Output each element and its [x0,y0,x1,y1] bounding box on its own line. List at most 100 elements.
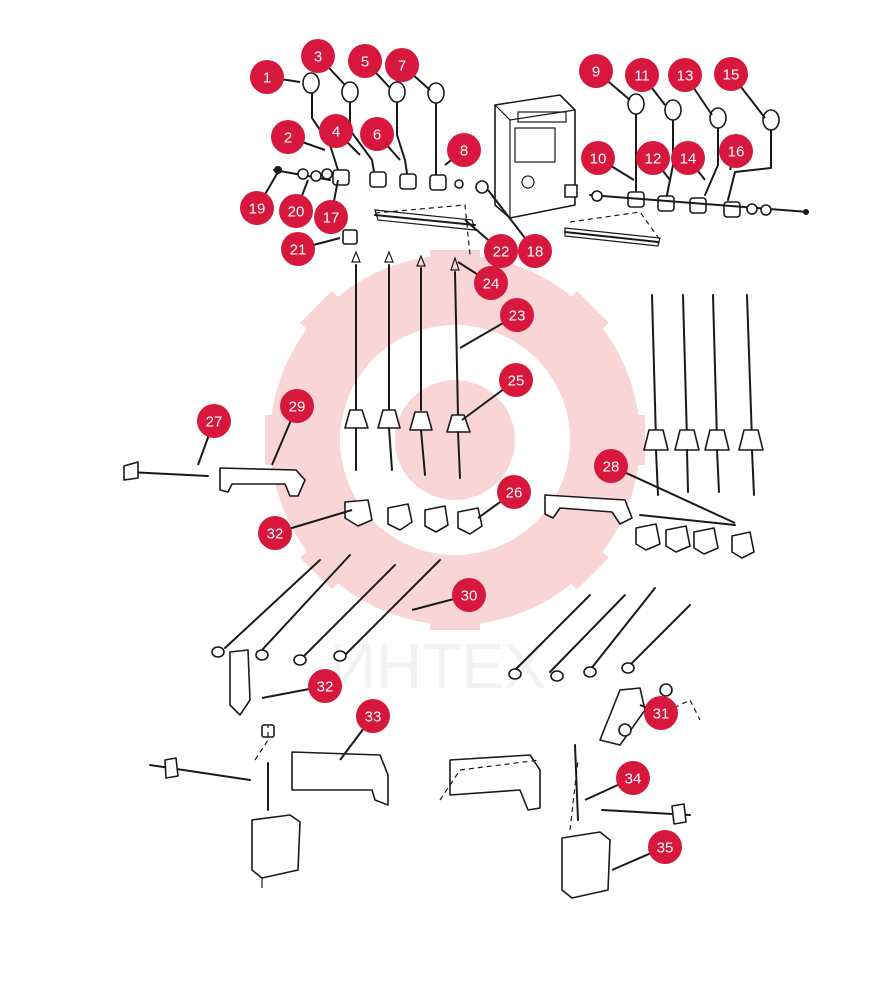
callout-33: 33 [339,699,390,761]
middle-brackets [123,461,755,559]
callout-label: 7 [398,58,406,75]
callout-label: 11 [634,68,650,85]
right-lever-group [564,93,809,247]
callout-label: 29 [289,399,306,416]
callout-15: 15 [714,57,766,119]
callout-label: 13 [677,68,694,85]
callout-label: 32 [267,526,284,543]
callout-label: 34 [625,771,642,788]
callout-marker [319,114,353,148]
callout-label: 16 [728,144,745,161]
callout-22: 22 [464,219,518,268]
callout-32: 32 [261,669,342,703]
callout-marker [500,298,534,332]
callout-1: 1 [250,60,301,94]
callout-23: 23 [459,298,534,349]
callout-label: 35 [657,840,674,857]
callout-13: 13 [668,58,713,116]
callout-label: 24 [483,276,500,293]
callout-marker [314,200,348,234]
left-cable-group [344,250,471,479]
callout-label: 25 [508,373,525,390]
callout-21: 21 [281,232,341,266]
callout-17: 17 [314,179,348,234]
callout-label: 18 [527,244,544,261]
watermark-text: ИНТЕХ [330,630,547,702]
callout-label: 9 [592,64,600,81]
callout-marker [497,475,531,509]
left-lever-group [273,72,489,256]
callout-5: 5 [348,44,391,89]
callout-18: 18 [487,189,552,268]
control-console [494,94,578,219]
callout-30: 30 [411,578,486,612]
callout-leader-line [610,465,736,524]
callout-14: 14 [671,141,706,181]
callout-marker [668,58,702,92]
callout-label: 14 [680,151,697,168]
callout-label: 10 [590,151,607,168]
callout-marker [648,830,682,864]
callout-19: 19 [240,171,279,225]
callout-26: 26 [477,475,531,519]
callout-label: 8 [460,143,468,160]
callout-25: 25 [461,363,533,421]
callout-8: 8 [444,133,481,167]
callout-marker [308,669,342,703]
callout-marker [636,141,670,175]
callout-label: 31 [653,706,670,723]
callout-label: 21 [290,242,307,259]
callout-label: 28 [603,459,620,476]
callout-marker [356,699,390,733]
callout-4: 4 [319,114,361,156]
callout-16: 16 [719,134,753,171]
callout-label: 4 [332,124,340,141]
callout-marker [385,48,419,82]
callout-marker [484,234,518,268]
callout-marker [579,54,613,88]
callout-marker [281,232,315,266]
callout-label: 6 [373,127,381,144]
callout-marker [240,191,274,225]
callout-11: 11 [625,58,666,106]
callout-marker [474,266,508,300]
callout-label: 30 [461,588,478,605]
callout-12: 12 [636,141,671,181]
callout-10: 10 [581,141,635,181]
callout-29: 29 [271,389,314,466]
callout-20: 20 [279,179,313,228]
callout-marker [250,60,284,94]
callout-marker [644,696,678,730]
callout-label: 33 [365,709,382,726]
callout-label: 12 [645,151,662,168]
callout-label: 5 [361,54,369,71]
callout-marker [360,117,394,151]
callout-marker [671,141,705,175]
callout-label: 27 [206,414,223,431]
callout-2: 2 [271,120,326,154]
callout-marker [714,57,748,91]
callout-marker [499,363,533,397]
callout-7: 7 [385,48,431,91]
callout-marker [594,449,628,483]
callout-label: 32 [317,679,334,696]
callout-marker [616,761,650,795]
callout-label: 23 [509,308,526,325]
callout-label: 15 [723,67,740,84]
callout-marker [581,141,615,175]
callout-marker [452,578,486,612]
callout-9: 9 [579,54,631,101]
callout-label: 2 [284,130,292,147]
callout-32: 32 [258,509,353,550]
callout-marker [447,133,481,167]
callout-label: 19 [249,201,266,218]
callout-6: 6 [360,117,401,161]
callout-marker [280,389,314,423]
callout-31: 31 [639,696,678,730]
callout-marker [518,234,552,268]
callout-marker [258,516,292,550]
callout-label: 17 [323,210,340,227]
right-lower-rods [439,587,701,899]
